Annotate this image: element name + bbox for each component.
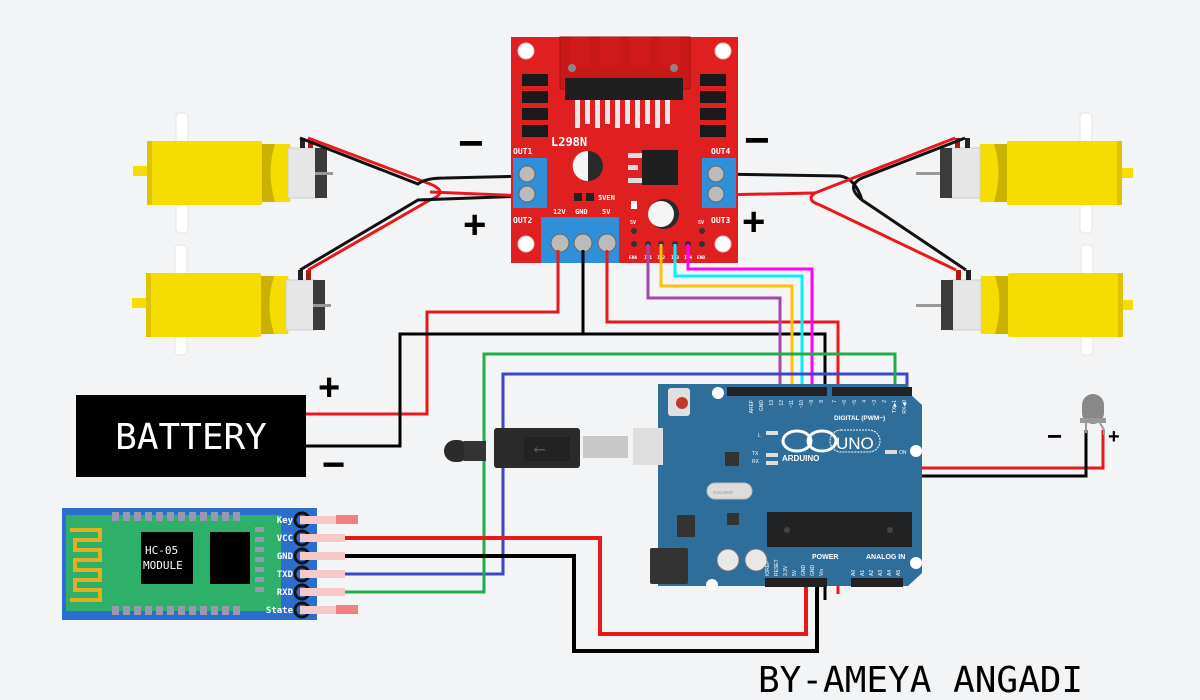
wire-hc05-rxd: [345, 352, 897, 594]
arduino-uno-board: [650, 384, 922, 591]
arduino-led-on: ON: [899, 450, 907, 456]
arduino-model-label: UNO: [836, 434, 874, 453]
arduino-digital-pin-b-5: 2: [882, 400, 888, 403]
battery-plus-marker: +: [318, 367, 340, 409]
wire-in2: [659, 244, 794, 392]
arduino-digital-pin-2: 13: [769, 400, 775, 406]
hc05-pin-txd: TXD: [277, 570, 294, 580]
battery-label: BATTERY: [115, 417, 267, 458]
arduino-power-pin-1: RESET: [774, 559, 780, 576]
arduino-power-pin-0: IOREF: [765, 561, 771, 576]
arduino-power-label: POWER: [812, 554, 838, 561]
arduino-power-pin-3: 5V: [792, 569, 798, 576]
hc05-pin-gnd: GND: [277, 552, 294, 562]
wire-hc05-vcc: [345, 536, 808, 636]
hc05-bluetooth-module: [62, 508, 358, 620]
arduino-power-pin-4: GND: [801, 565, 807, 577]
arduino-analog-pin-5: A5: [896, 570, 902, 576]
right-plus-marker: +: [742, 200, 765, 244]
arduino-digital-pin-0: AREF: [749, 400, 755, 413]
arduino-power-pin-6: Vin: [819, 569, 825, 576]
author-signature: BY-AMEYA ANGADI: [758, 660, 1083, 700]
arduino-power-pin-2: 3.3V: [783, 565, 789, 576]
led-plus-marker: +: [1108, 426, 1120, 448]
arduino-digital-pin-b-0: 7: [832, 400, 838, 403]
arduino-digital-pin-5: ~10: [799, 400, 805, 409]
led: [1080, 394, 1106, 435]
arduino-digital-pin-b-6: TX▶1: [892, 400, 898, 413]
arduino-analog-label: ANALOG IN: [866, 554, 905, 561]
driver-header-5v-left: 5V: [630, 220, 636, 226]
motor-left-bottom: [132, 244, 331, 356]
driver-out1-label: OUT1: [513, 147, 532, 156]
left-minus-marker: −: [458, 119, 484, 168]
arduino-digital-pin-b-3: 4: [862, 400, 868, 403]
hc05-pin-vcc: VCC: [277, 534, 293, 544]
arduino-digital-pin-labels: AREF GND 13 12 ~11 ~10 ~9 8 7 ~6 ~5 4 ~3 2 TX▶1 RX◀0: [749, 400, 908, 414]
arduino-digital-label: DIGITAL (PWM~): [834, 415, 885, 422]
driver-5v-label: 5V: [602, 208, 611, 216]
wire-hc05-gnd: [345, 554, 819, 653]
arduino-digital-pin-4: ~11: [789, 400, 795, 408]
driver-12v-label: 12V: [553, 208, 566, 216]
arduino-led-rx: RX: [752, 459, 760, 465]
arduino-brand-label: ARDUINO: [782, 454, 819, 463]
wiring: [306, 244, 1105, 653]
driver-gnd-label: GND: [575, 208, 588, 216]
arduino-digital-pin-b-1: ~6: [842, 400, 848, 406]
arduino-power-pin-5: GND: [810, 565, 816, 577]
driver-header-5v-right: 5V: [698, 220, 704, 226]
driver-model-label: L298N: [551, 135, 587, 149]
driver-out4-label: OUT4: [711, 147, 730, 156]
arduino-digital-pin-b-2: ~5: [852, 400, 858, 406]
arduino-digital-pin-6: ~9: [809, 400, 815, 406]
arduino-digital-pin-b-7: RX◀0: [902, 400, 908, 414]
wire-battery-plus: [306, 250, 560, 416]
driver-5ven-label: 5VEN: [598, 194, 615, 202]
motor-right-top: [916, 112, 1133, 234]
arduino-analog-pin-1: A1: [860, 570, 866, 576]
arduino-led-l: L: [758, 433, 761, 439]
arduino-digital-pin-3: 12: [779, 400, 785, 406]
left-motor-wires: [299, 136, 528, 272]
arduino-analog-pin-3: A3: [878, 570, 884, 576]
l298n-driver-board: [511, 36, 738, 263]
wire-battery-minus: [306, 250, 585, 448]
hc05-pin-state: State: [266, 606, 294, 616]
hc05-label-line1: HC-05: [145, 544, 178, 557]
wire-in4: [686, 244, 814, 392]
arduino-crystal-label: S16.000G: [713, 490, 734, 495]
motor-left-top: [133, 112, 333, 234]
arduino-digital-pin-b-4: ~3: [872, 400, 878, 406]
arduino-analog-pin-4: A4: [887, 570, 893, 576]
left-plus-marker: +: [463, 203, 486, 247]
arduino-analog-pin-2: A2: [869, 570, 875, 576]
arduino-analog-pin-0: A0: [851, 570, 857, 576]
usb-icon: ⭠: [533, 441, 546, 458]
arduino-digital-pin-7: 8: [819, 400, 825, 403]
arduino-led-tx: TX: [752, 451, 759, 457]
usb-cable: [444, 428, 663, 468]
wire-hc05-txd: [345, 372, 909, 576]
arduino-digital-pin-1: GND: [759, 400, 765, 412]
driver-pin-enb: ENB: [697, 255, 705, 261]
driver-out2-label: OUT2: [513, 216, 532, 225]
battery-minus-marker: −: [322, 443, 345, 487]
right-motor-wires: [715, 136, 967, 272]
hc05-pin-key: Key: [277, 516, 294, 526]
hc05-label-line2: MODULE: [143, 559, 183, 572]
right-minus-marker: −: [744, 116, 770, 165]
motor-right-bottom: [916, 244, 1133, 356]
driver-pin-ena: ENA: [629, 255, 637, 261]
hc05-pin-rxd: RXD: [277, 588, 294, 598]
wire-in1: [646, 244, 782, 392]
driver-out3-label: OUT3: [711, 216, 730, 225]
battery: [76, 395, 306, 477]
wire-in3: [673, 244, 804, 392]
led-minus-marker: −: [1047, 421, 1062, 451]
